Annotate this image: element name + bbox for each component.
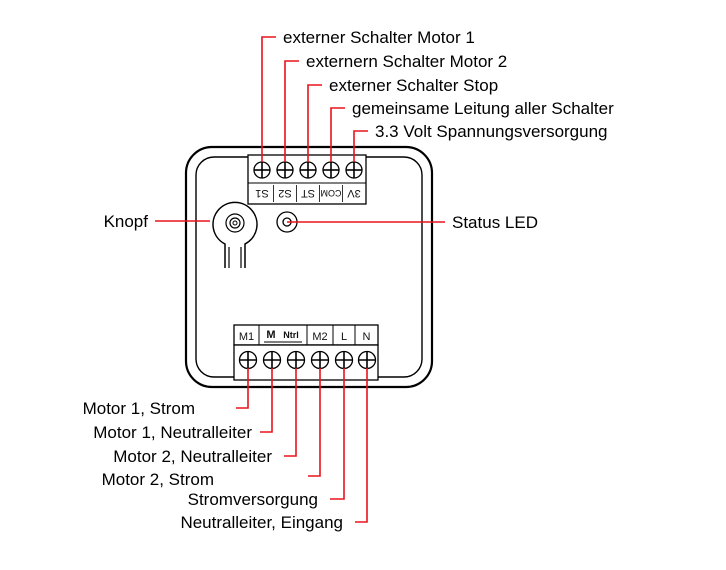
label-led: Status LED bbox=[452, 213, 538, 232]
leader-st bbox=[307, 84, 322, 162]
top-terminal-block: S1 S2 ST COM 3V bbox=[247, 154, 367, 205]
leader-m1 bbox=[236, 368, 249, 409]
leader-l bbox=[330, 368, 345, 500]
bottom-terminal-screw-n bbox=[357, 350, 377, 370]
label-3v: 3.3 Volt Spannungsversorgung bbox=[375, 122, 608, 141]
top-terminal-screw-com bbox=[322, 161, 340, 179]
bottom-terminal-screw-m2 bbox=[310, 350, 330, 370]
bottom-terminal-label-n: N bbox=[363, 331, 371, 343]
label-m2: Motor 2, Strom bbox=[102, 470, 214, 489]
label-s1: externer Schalter Motor 1 bbox=[283, 28, 475, 47]
bottom-terminal-block: M1 M Ntrl M2 L N bbox=[233, 324, 379, 381]
label-button: Knopf bbox=[104, 212, 149, 231]
label-n: Neutralleiter, Eingang bbox=[180, 513, 343, 532]
top-terminal-screw-s2 bbox=[276, 161, 294, 179]
label-m1: Motor 1, Strom bbox=[83, 399, 195, 418]
top-terminal-label-s1: S1 bbox=[255, 187, 268, 199]
leader-mntrl bbox=[260, 368, 273, 433]
label-s2: externern Schalter Motor 2 bbox=[306, 52, 507, 71]
bottom-terminal-screw-m2ntrl bbox=[286, 350, 306, 370]
bottom-terminal-label-m2: M2 bbox=[312, 331, 327, 343]
leader-m2 bbox=[308, 368, 321, 477]
top-terminal-label-st: ST bbox=[301, 187, 315, 199]
bottom-terminal-screw-mntrl bbox=[262, 350, 282, 370]
bottom-terminal-label-l: L bbox=[341, 331, 347, 343]
label-st: externer Schalter Stop bbox=[329, 76, 498, 95]
leader-m2ntrl bbox=[284, 368, 297, 457]
label-l: Stromversorgung bbox=[188, 490, 318, 509]
top-terminal-screw-3v bbox=[345, 161, 363, 179]
button-knob bbox=[212, 201, 258, 268]
leader-n bbox=[355, 368, 368, 523]
label-mntrl: Motor 1, Neutralleiter bbox=[93, 423, 252, 442]
top-terminal-screw-st bbox=[299, 161, 317, 179]
label-com: gemeinsame Leitung aller Schalter bbox=[352, 99, 614, 118]
top-terminal-screw-s1 bbox=[253, 161, 271, 179]
leader-com bbox=[330, 107, 345, 162]
leader-3v bbox=[353, 130, 368, 162]
leader-s1 bbox=[261, 36, 276, 162]
bottom-terminal-screw-m1 bbox=[238, 350, 258, 370]
top-terminal-label-s2: S2 bbox=[278, 187, 291, 199]
bottom-terminal-screw-l bbox=[334, 350, 354, 370]
bottom-leader-lines bbox=[236, 368, 368, 523]
leader-s2 bbox=[284, 60, 299, 162]
bottom-terminal-label-m: M bbox=[266, 329, 275, 341]
top-terminal-label-3v: 3V bbox=[347, 187, 361, 199]
top-terminal-label-com: COM bbox=[321, 188, 342, 198]
top-leader-lines bbox=[261, 36, 368, 162]
bottom-terminal-label-ntrl: Ntrl bbox=[283, 330, 299, 340]
bottom-terminal-label-m1: M1 bbox=[239, 331, 254, 343]
label-m2ntrl: Motor 2, Neutralleiter bbox=[113, 447, 272, 466]
